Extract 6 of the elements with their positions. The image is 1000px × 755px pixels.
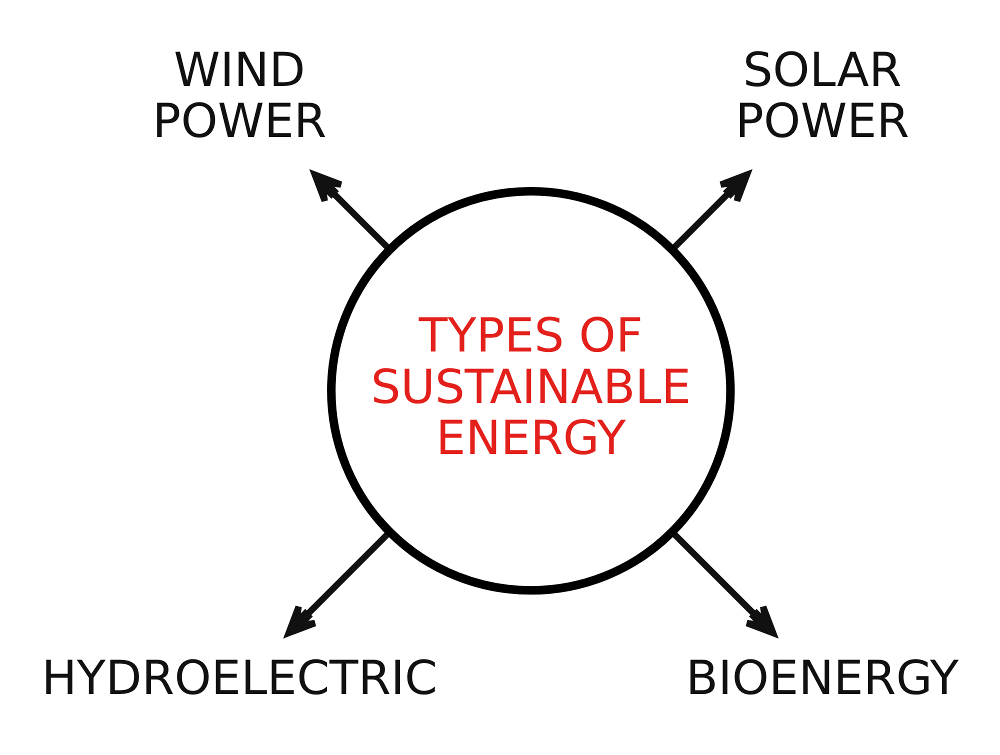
node-text: BIOENERGY	[685, 650, 958, 706]
node-circle: TYPES OF SUSTAINABLE ENERGY	[326, 186, 734, 594]
arrow	[311, 170, 392, 252]
node-text: SOLAR POWER	[734, 42, 909, 148]
node-text: HYDROELECTRIC	[41, 650, 437, 706]
node-text: WIND POWER	[152, 42, 326, 148]
